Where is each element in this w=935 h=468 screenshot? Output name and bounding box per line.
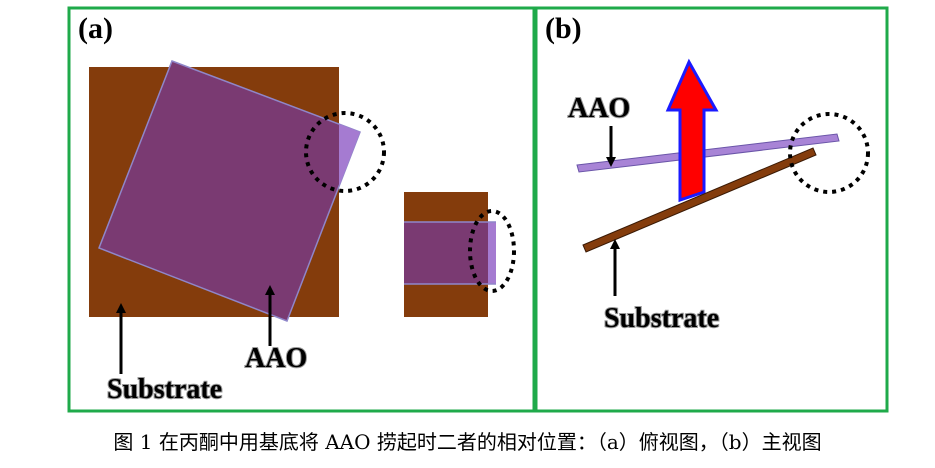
- panel-a-overhang-highlight-circle: [304, 111, 386, 193]
- panel-b-lift-arrow: [665, 58, 719, 203]
- panel-a-label: (a): [78, 12, 113, 45]
- figure-diagram: (a) AAO Substrate (b) AAO Substrate: [67, 6, 889, 413]
- panel-a-aao-label: AAO: [245, 343, 307, 374]
- panel-b-aao-film: [576, 133, 840, 173]
- panel-b-frame: [534, 6, 889, 413]
- panel-a-small-highlight-ellipse: [468, 209, 516, 293]
- panel-b-label: (b): [545, 12, 582, 45]
- panel-a-aao-overhang: [339, 124, 360, 186]
- figure-caption: 图 1 在丙酮中用基底将 AAO 捞起时二者的相对位置：（a）俯视图，（b）主视…: [113, 430, 822, 454]
- panel-b-highlight-circle: [788, 112, 870, 194]
- panel-b-substrate-label: Substrate: [604, 303, 719, 334]
- panel-b-substrate-plate: [582, 147, 817, 253]
- panel-a-small-aao-overhang: [488, 222, 496, 284]
- panel-a-substrate-label: Substrate: [107, 374, 222, 405]
- panel-b-aao-label: AAO: [568, 93, 630, 124]
- panel-a-aao-square: [98, 60, 361, 322]
- panel-a-frame: [67, 6, 536, 413]
